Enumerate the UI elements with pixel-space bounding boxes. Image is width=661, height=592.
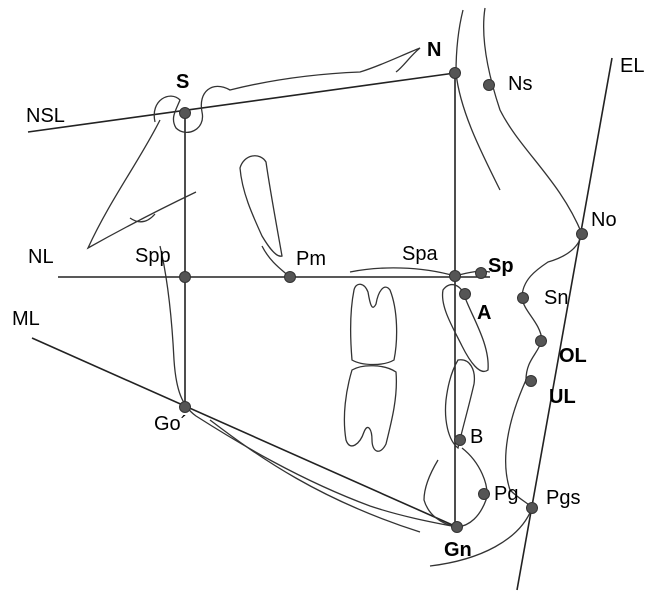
point-spa [449,270,461,282]
point-n [449,67,461,79]
label-sp: Sp [488,255,514,277]
label-sn: Sn [544,287,568,309]
point-no [576,228,588,240]
point-spp [179,271,191,283]
label-a: A [477,302,491,324]
label-spa: Spa [402,243,438,265]
ml-line [31,337,458,528]
point-a [459,288,471,300]
point-sn [517,292,529,304]
label-ul: UL [549,386,576,408]
point-ul [525,375,537,387]
label-pg: Pg [494,483,518,505]
label-b: B [470,426,483,448]
pterygoid-inner [129,213,156,223]
palate-contour [349,267,491,277]
orbit-contour [239,155,283,257]
label-nsl: NSL [26,105,65,127]
label-nl: NL [28,246,54,268]
label-gn: Gn [444,539,472,561]
nasal-bone-contour [455,9,501,191]
mandible-lower-border [209,419,421,533]
point-pm [284,271,296,283]
label-n: N [427,39,441,61]
label-spp: Spp [135,245,171,267]
label-no: No [591,209,617,231]
point-sp [475,267,487,279]
upper-molar [350,283,398,366]
sella-contour [153,47,421,133]
point-s [179,107,191,119]
label-ol: OL [559,345,587,367]
mandible-contour [159,245,458,528]
nsl-line [27,72,456,133]
point-ns [483,79,495,91]
label-go: Go´ [154,413,187,435]
label-el: EL [620,55,644,77]
pterygoid-contour [86,119,197,250]
point-go [179,401,191,413]
label-pm: Pm [296,248,326,270]
label-ml: ML [12,308,40,330]
label-ns: Ns [508,73,532,95]
label-pgs: Pgs [546,487,580,509]
lower-incisor [444,359,476,450]
point-b [454,434,466,446]
pm-curve [261,245,291,278]
el-line [516,57,613,591]
point-pgs [526,502,538,514]
point-ol [535,335,547,347]
point-pg [478,488,490,500]
point-gn [451,521,463,533]
lower-molar [343,365,398,452]
label-s: S [176,71,189,93]
